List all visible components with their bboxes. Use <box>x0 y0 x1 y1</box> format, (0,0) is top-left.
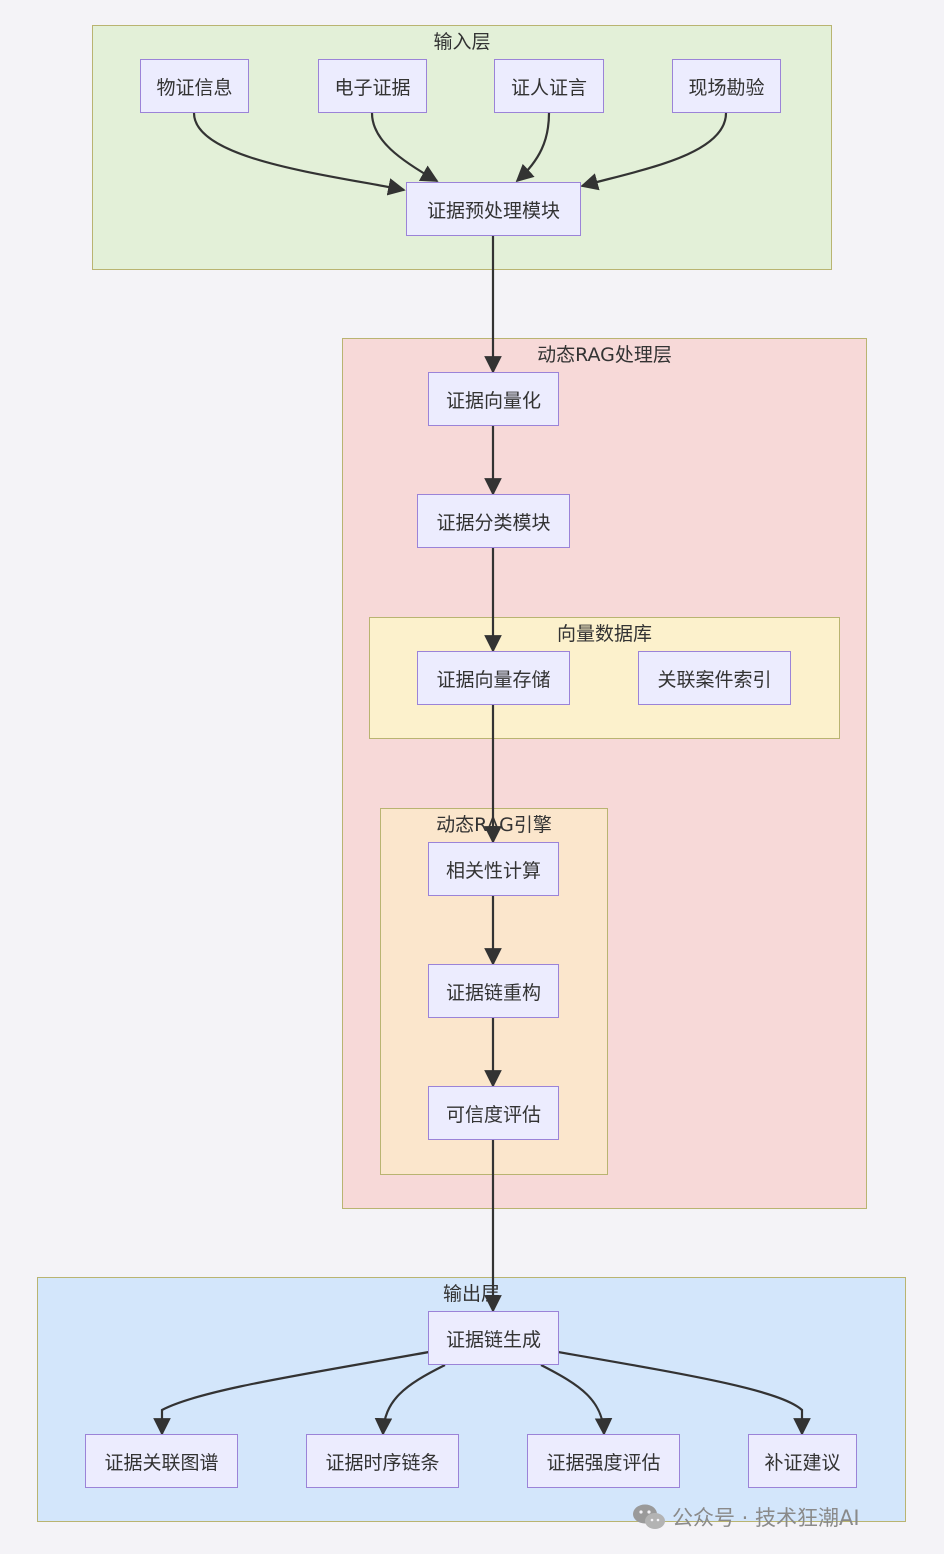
edge-scene-to-preprocess <box>580 112 728 191</box>
watermark: 公众号 · 技术狂潮AI <box>632 1500 860 1534</box>
edge-chain-gen-to-graph <box>153 1350 430 1436</box>
node-supplementary-evidence-suggestion[interactable]: 补证建议 <box>748 1434 857 1488</box>
node-physical-evidence[interactable]: 物证信息 <box>140 59 249 113</box>
edge-chain-gen-to-supplement <box>557 1350 811 1436</box>
node-evidence-preprocessing[interactable]: 证据预处理模块 <box>406 182 581 236</box>
node-evidence-vectorization[interactable]: 证据向量化 <box>428 372 559 426</box>
dynamic-rag-layer-title: 动态RAG处理层 <box>537 344 672 366</box>
node-relevance-calculation[interactable]: 相关性计算 <box>428 842 559 896</box>
watermark-text: 公众号 · 技术狂潮AI <box>672 1506 860 1530</box>
vector-db-title: 向量数据库 <box>556 623 652 645</box>
node-evidence-association-graph[interactable]: 证据关联图谱 <box>85 1434 238 1488</box>
node-electronic-evidence[interactable]: 电子证据 <box>318 59 427 113</box>
node-evidence-timeline[interactable]: 证据时序链条 <box>306 1434 459 1488</box>
edge-chain-gen-to-timeline <box>374 1364 446 1436</box>
input-layer-title: 输入层 <box>433 31 491 53</box>
node-evidence-classification[interactable]: 证据分类模块 <box>417 494 570 548</box>
wechat-icon <box>633 1504 665 1529</box>
node-related-case-index[interactable]: 关联案件索引 <box>638 651 791 705</box>
node-scene-inspection[interactable]: 现场勘验 <box>672 59 781 113</box>
edge-chain-gen-to-strength <box>540 1364 613 1436</box>
node-credibility-assessment[interactable]: 可信度评估 <box>428 1086 559 1140</box>
edge-testimony-to-preprocess <box>515 112 551 183</box>
edge-physical-to-preprocess <box>192 112 406 196</box>
node-evidence-chain-generation[interactable]: 证据链生成 <box>428 1311 559 1365</box>
edge-electronic-to-preprocess <box>370 112 439 182</box>
node-evidence-chain-reconstruction[interactable]: 证据链重构 <box>428 964 559 1018</box>
node-evidence-strength-assessment[interactable]: 证据强度评估 <box>527 1434 680 1488</box>
node-evidence-vector-storage[interactable]: 证据向量存储 <box>417 651 570 705</box>
node-witness-testimony[interactable]: 证人证言 <box>494 59 604 113</box>
